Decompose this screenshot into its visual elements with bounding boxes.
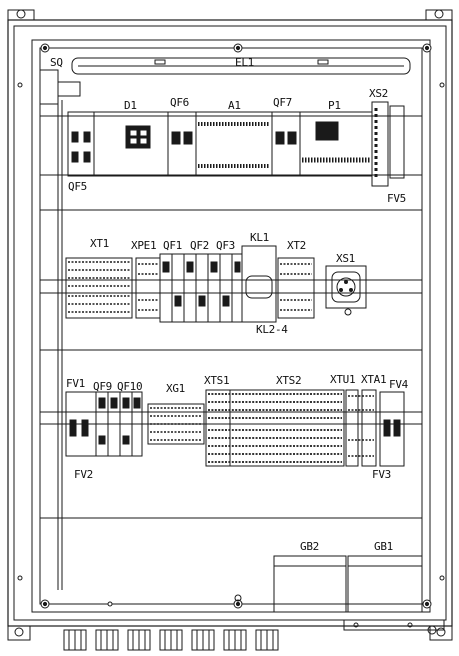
- terminal-block-xts2: [229, 389, 345, 467]
- terminal-xtu1: [345, 389, 359, 467]
- socket-xs1: [325, 265, 367, 309]
- surge-fv5: [389, 105, 405, 179]
- label-fv3: FV3: [372, 468, 391, 481]
- label-xta1: XTA1: [361, 373, 387, 386]
- top-ear-left-hole: [16, 9, 26, 19]
- terminal-block-xt2: [277, 257, 315, 319]
- label-el1: EL1: [235, 56, 254, 69]
- label-d1: D1: [124, 99, 137, 112]
- label-xts1: XTS1: [204, 374, 230, 387]
- terminal-block-xt1: [65, 257, 133, 319]
- bottom-ear-left-hole: [14, 627, 24, 637]
- label-a1: A1: [228, 99, 241, 112]
- enclosure-inner: [13, 25, 447, 621]
- mounting-screws: [17, 43, 445, 609]
- label-qf6: QF6: [170, 96, 189, 109]
- enclosure-outer: [7, 19, 453, 627]
- breakers-qf9-qf10: [95, 391, 143, 457]
- xt1-pattern: [68, 261, 130, 313]
- label-qf10: QF10: [117, 380, 143, 393]
- terminal-xpe1: [135, 257, 161, 319]
- bottom-ear-left: [7, 626, 31, 641]
- label-qf7: QF7: [273, 96, 292, 109]
- label-xt2: XT2: [287, 239, 306, 252]
- label-qf1: QF1: [163, 239, 182, 252]
- row3-terminal-pattern: [208, 393, 342, 463]
- label-fv5: FV5: [387, 192, 406, 205]
- label-gb2: GB2: [300, 540, 319, 553]
- label-gb1: GB1: [374, 540, 393, 553]
- label-xpe1: XPE1: [131, 239, 157, 252]
- label-qf9: QF9: [93, 380, 112, 393]
- label-p1: P1: [328, 99, 341, 112]
- label-xtu1: XTU1: [330, 373, 356, 386]
- mounting-plate: [31, 39, 431, 613]
- terminal-xta1: [361, 389, 377, 467]
- lamp-el1: [71, 57, 411, 75]
- label-fv4: FV4: [389, 378, 408, 391]
- label-sq: SQ: [50, 56, 63, 69]
- breaker-qf5: [67, 111, 95, 177]
- label-kl1: KL1: [250, 231, 269, 244]
- terminal-block-xg1: [147, 403, 205, 445]
- relay-kl1: [241, 245, 277, 323]
- socket-xs2: [371, 101, 389, 187]
- label-xt1: XT1: [90, 237, 109, 250]
- battery-gb2: [273, 555, 347, 613]
- ground-bolt: [427, 625, 437, 635]
- row1-breaker-details: [71, 131, 91, 163]
- label-xs2: XS2: [369, 87, 388, 100]
- label-kl2-4: KL2-4: [256, 323, 288, 336]
- label-fv1: FV1: [66, 377, 85, 390]
- label-xs1: XS1: [336, 252, 355, 265]
- surge-fv3-fv4: [379, 391, 405, 467]
- cable-glands: [63, 629, 279, 651]
- label-xg1: XG1: [166, 382, 185, 395]
- bottom-ear-right: [429, 626, 453, 641]
- ground-bar: [343, 619, 445, 631]
- row2-breaker-poles: [171, 254, 233, 322]
- door-switch-sq: [39, 69, 59, 105]
- top-ear-right-hole: [434, 9, 444, 19]
- label-xts2: XTS2: [276, 374, 302, 387]
- label-qf2: QF2: [190, 239, 209, 252]
- label-qf3: QF3: [216, 239, 235, 252]
- bottom-ear-right-hole: [436, 627, 446, 637]
- label-fv2: FV2: [74, 468, 93, 481]
- mounting-plate-inner: [39, 47, 423, 605]
- label-qf5: QF5: [68, 180, 87, 193]
- battery-gb1: [347, 555, 423, 613]
